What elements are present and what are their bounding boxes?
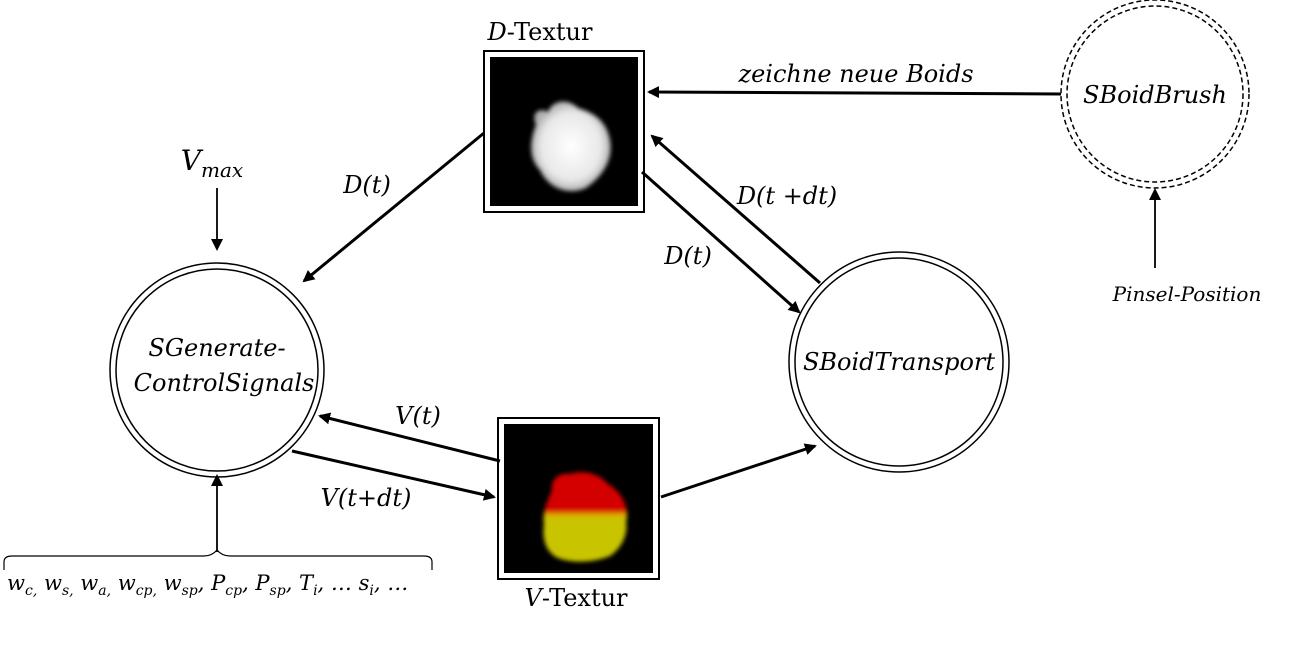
arrow-v-to-transport — [660, 443, 817, 499]
param-subscript: c, — [25, 583, 37, 599]
arrow-generate-to-v — [291, 449, 496, 501]
label-brush-to-d: zeichne neue Boids — [737, 60, 973, 88]
boid-transport-node: SBoidTransport — [788, 251, 1010, 473]
generate-node-label-line2: ControlSignals — [134, 369, 315, 397]
label-generate-to-v: V(t+dt) — [321, 484, 412, 512]
arrow-transport-to-d — [650, 134, 821, 285]
param-subscript: i — [369, 583, 373, 599]
param-subscript: sp — [270, 583, 286, 599]
d-texture-caption: D-Textur — [487, 18, 593, 46]
transport-node-label: SBoidTransport — [803, 348, 995, 376]
label-v-to-generate: V(t) — [395, 402, 441, 430]
brush-node-label: SBoidBrush — [1083, 81, 1227, 109]
param-symbol: , … — [374, 571, 408, 595]
arrow-brush-to-d — [647, 86, 1062, 99]
param-symbol: w — [74, 571, 99, 595]
param-subscript: cp — [225, 583, 242, 599]
generate-node-label-line1: SGenerate- — [148, 334, 285, 362]
parameter-list: wc, ws, wa, wcp, wsp, Pcp, Psp, Ti, … si… — [7, 571, 408, 599]
generate-control-signals-node: SGenerate- ControlSignals — [109, 262, 325, 478]
arrow-d-to-generate — [302, 131, 485, 283]
param-symbol: , … s — [318, 571, 370, 595]
v-texture-caption: V-Textur — [524, 584, 628, 612]
param-subscript: cp, — [136, 583, 157, 599]
label-transport-to-d: D(t +dt) — [736, 182, 837, 210]
param-subscript: s, — [62, 583, 74, 599]
label-d-to-transport: D(t) — [663, 242, 712, 270]
param-symbol: , P — [242, 571, 270, 595]
d-texture-image — [483, 50, 645, 213]
param-symbol: , T — [286, 571, 315, 595]
label-d-to-generate: D(t) — [342, 171, 391, 199]
vmax-label: Vmax — [181, 144, 243, 182]
boid-brush-node: SBoidBrush — [1060, 0, 1250, 189]
param-symbol: w — [7, 571, 25, 595]
param-symbol: , P — [198, 571, 226, 595]
param-symbol: w — [37, 571, 62, 595]
param-subscript: sp — [182, 583, 198, 599]
arrow-v-to-generate — [318, 412, 501, 463]
param-subscript: a, — [98, 583, 111, 599]
parameter-brace — [3, 549, 433, 570]
pinsel-position-label: Pinsel-Position — [1112, 282, 1262, 306]
v-texture-image — [497, 417, 660, 580]
arrow-d-to-transport — [641, 170, 801, 314]
param-symbol: w — [157, 571, 182, 595]
param-subscript: i — [313, 583, 317, 599]
param-symbol: w — [111, 571, 136, 595]
